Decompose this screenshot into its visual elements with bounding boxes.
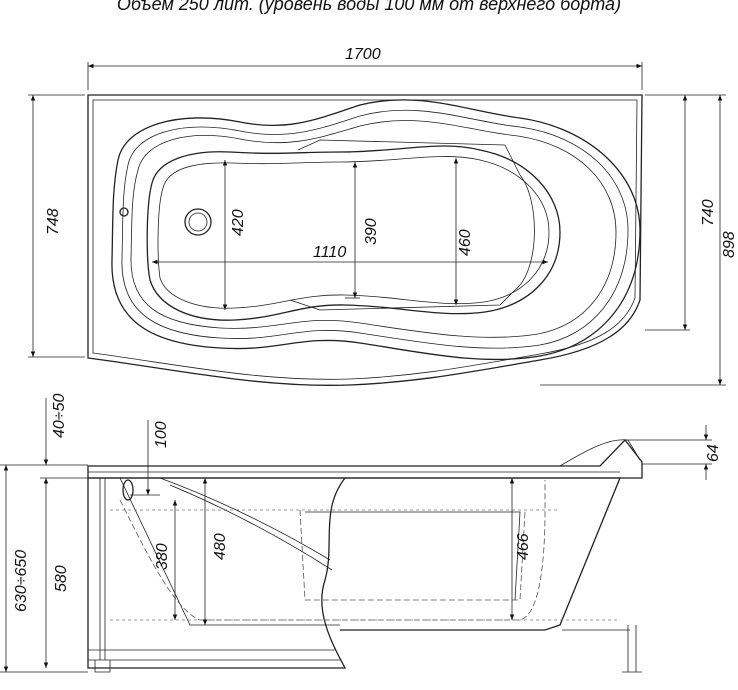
- dim-480: 480: [212, 533, 229, 560]
- dim-390: 390: [363, 218, 380, 245]
- dim-460: 460: [457, 229, 474, 256]
- dim-1700: 1700: [345, 46, 381, 63]
- dim-420: 420: [230, 209, 247, 236]
- plan-outer-rim: [87, 94, 643, 386]
- drain-icon: [184, 208, 212, 236]
- dim-1110: 1110: [313, 244, 346, 261]
- plan-view: 420 390 460 1110 1700 748 740 898: [28, 46, 738, 386]
- plan-basin-outer: [111, 99, 641, 361]
- dim-40-50: 40÷50: [51, 394, 68, 438]
- dim-748: 748: [45, 208, 62, 235]
- dim-466: 466: [515, 533, 532, 560]
- plan-basin-inner: [146, 145, 561, 321]
- dim-898: 898: [721, 231, 738, 258]
- side-front-panel: [87, 477, 347, 669]
- dim-380: 380: [154, 543, 171, 570]
- dim-740: 740: [700, 199, 717, 226]
- drawing-title: Объем 250 лит. (уровень воды 100 мм от в…: [116, 0, 622, 14]
- overflow-icon: [119, 207, 129, 217]
- dim-64: 64: [705, 444, 722, 462]
- side-overflow-icon: [122, 479, 134, 501]
- dim-580: 580: [53, 565, 70, 592]
- dim-630-650: 630÷650: [13, 550, 30, 612]
- dim-100: 100: [153, 421, 170, 448]
- side-view: 630÷650 580 40÷50 100 380 480 466 64: [0, 394, 722, 673]
